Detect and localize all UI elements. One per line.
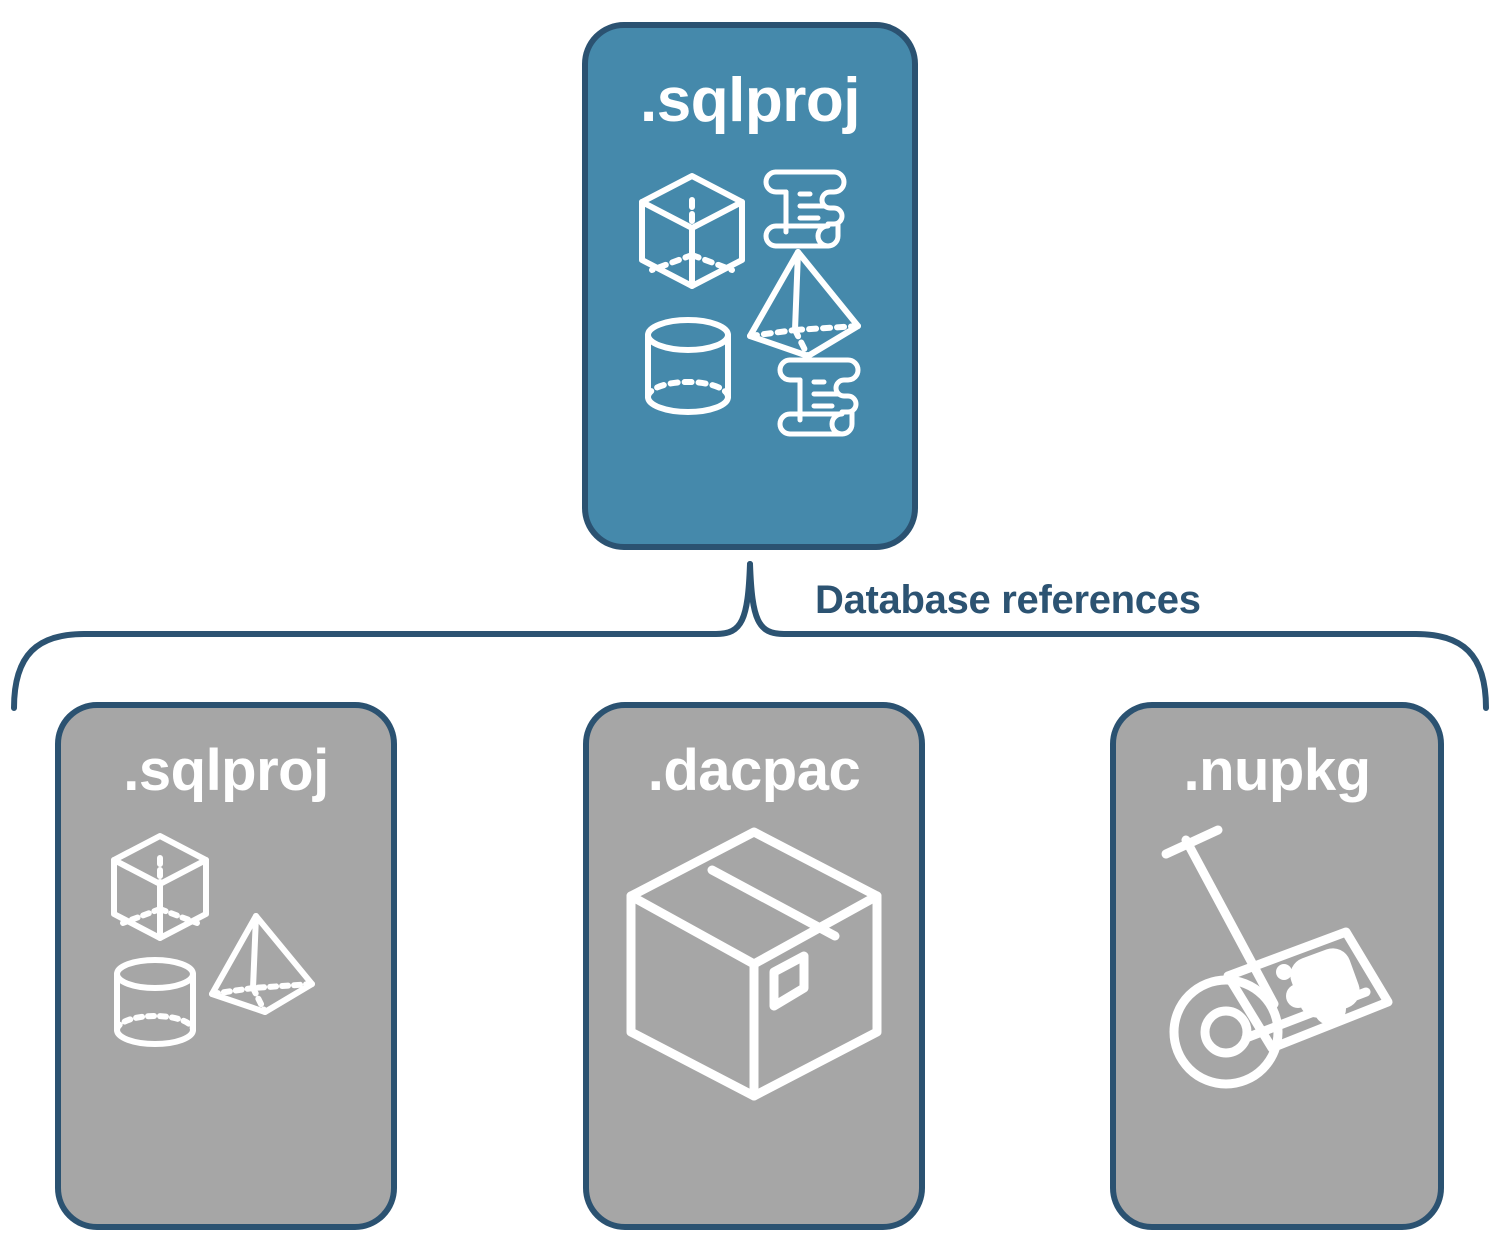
wireframe-cube-icon xyxy=(111,833,209,941)
scroll-script-icon xyxy=(777,357,861,437)
card-title: .nupkg xyxy=(1183,738,1371,803)
package-box-icon xyxy=(626,827,882,1101)
node-card-nupkg[interactable]: .nupkg xyxy=(1110,702,1444,1230)
wireframe-cylinder-icon xyxy=(114,957,196,1047)
hand-truck-package-icon xyxy=(1161,825,1393,1089)
scroll-script-icon xyxy=(763,169,847,249)
node-card-sqlproj-root[interactable]: .sqlproj xyxy=(582,22,918,550)
card-title: .sqlproj xyxy=(640,66,860,135)
wireframe-cylinder-icon xyxy=(645,317,731,415)
card-title: .sqlproj xyxy=(123,738,329,803)
wireframe-pyramid-icon xyxy=(747,249,861,359)
wireframe-pyramid-icon xyxy=(209,913,315,1015)
sqlproj-shapes-artwork xyxy=(100,824,340,1054)
brace-label: Database references xyxy=(815,578,1201,622)
database-references-brace xyxy=(0,548,1500,718)
nupkg-handtruck-artwork xyxy=(1156,824,1408,1090)
node-card-sqlproj-reference[interactable]: .sqlproj xyxy=(55,702,397,1230)
brace-left-arm xyxy=(11,561,753,711)
sqlproj-shapes-artwork xyxy=(630,160,870,437)
node-card-dacpac[interactable]: .dacpac xyxy=(583,702,925,1230)
dacpac-package-artwork xyxy=(619,824,889,1104)
card-title: .dacpac xyxy=(647,738,861,803)
nuget-logo-icon xyxy=(1276,948,1360,1025)
wireframe-cube-icon xyxy=(639,173,745,289)
